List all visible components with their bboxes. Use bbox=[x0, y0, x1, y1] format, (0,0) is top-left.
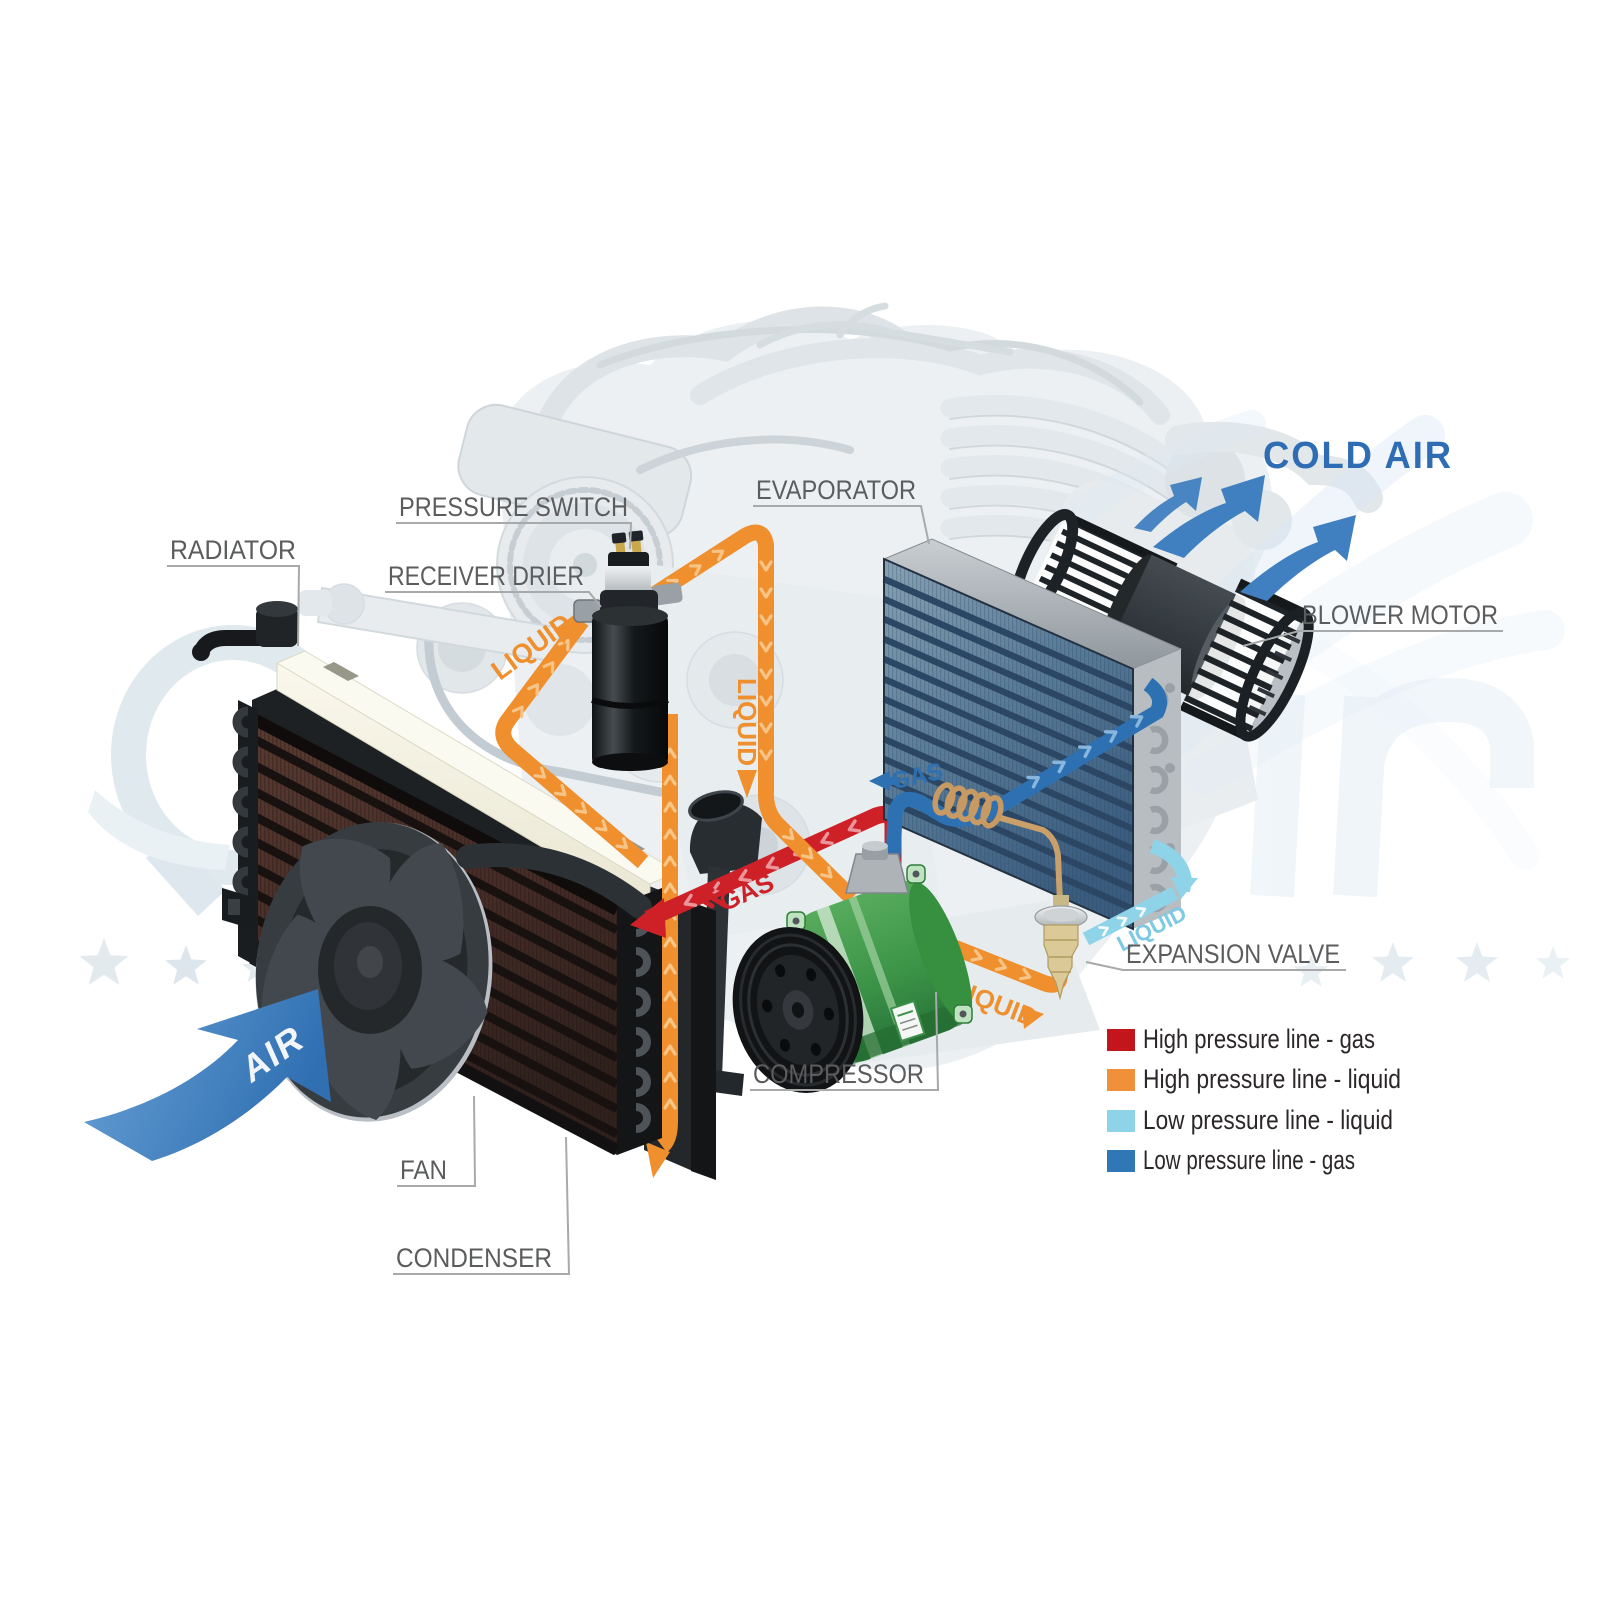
svg-text:Low pressure line - liquid: Low pressure line - liquid bbox=[1143, 1105, 1393, 1135]
svg-text:LIQUID: LIQUID bbox=[732, 678, 762, 766]
svg-text:EXPANSION VALVE: EXPANSION VALVE bbox=[1126, 939, 1340, 969]
svg-text:FAN: FAN bbox=[400, 1155, 447, 1185]
svg-text:High pressure line - liquid: High pressure line - liquid bbox=[1143, 1064, 1401, 1094]
svg-text:RECEIVER DRIER: RECEIVER DRIER bbox=[388, 561, 584, 591]
svg-text:COLD AIR: COLD AIR bbox=[1263, 435, 1453, 477]
svg-text:CONDENSER: CONDENSER bbox=[396, 1243, 552, 1273]
svg-text:COMPRESSOR: COMPRESSOR bbox=[753, 1059, 924, 1089]
svg-text:Low pressure line - gas: Low pressure line - gas bbox=[1143, 1145, 1355, 1175]
svg-text:EVAPORATOR: EVAPORATOR bbox=[756, 475, 916, 505]
svg-text:High pressure line - gas: High pressure line - gas bbox=[1143, 1024, 1375, 1054]
svg-text:BLOWER MOTOR: BLOWER MOTOR bbox=[1302, 600, 1498, 630]
svg-text:PRESSURE SWITCH: PRESSURE SWITCH bbox=[399, 492, 628, 522]
svg-text:RADIATOR: RADIATOR bbox=[170, 535, 296, 565]
